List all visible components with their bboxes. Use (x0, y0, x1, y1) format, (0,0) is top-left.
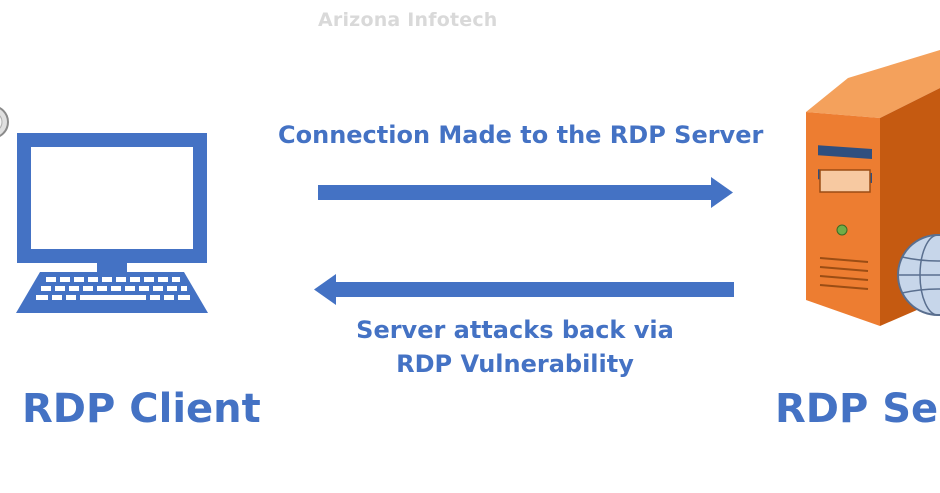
attack-arrow (314, 274, 734, 305)
client-label: RDP Client (22, 386, 261, 432)
attack-label-line2: RDP Vulnerability (396, 350, 634, 378)
globe-icon (897, 234, 940, 316)
attack-label-line1: Server attacks back via (356, 316, 674, 344)
connection-label: Connection Made to the RDP Server (278, 121, 764, 149)
attack-label: Server attacks back via RDP Vulnerabilit… (330, 313, 700, 381)
badge-icon (0, 107, 9, 137)
server-label: RDP Serv (775, 386, 940, 432)
laptop-icon (16, 133, 208, 313)
connection-arrow (318, 177, 733, 208)
watermark-text: Arizona Infotech (318, 9, 498, 31)
